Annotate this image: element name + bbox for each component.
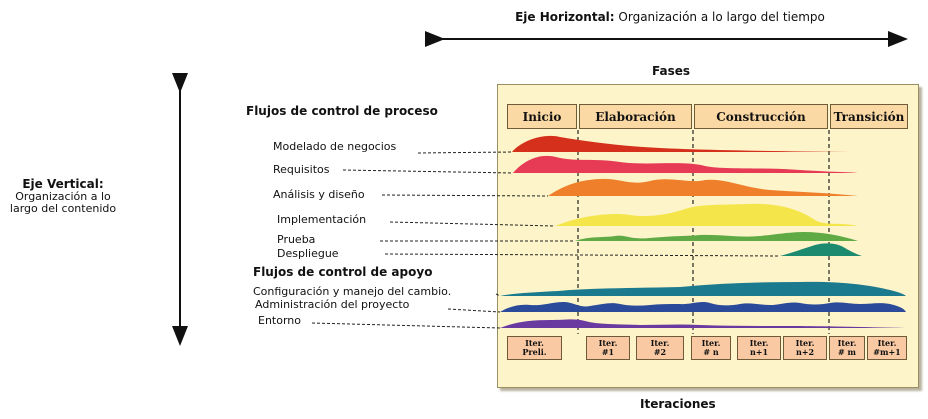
- support-title: Flujos de control de apoyo: [253, 265, 433, 279]
- iteration-preli: Iter. Preli.: [507, 336, 562, 360]
- iteration-1: Iter. #1: [586, 336, 630, 360]
- iteration-n-plus-1: Iter. n+1: [737, 336, 781, 360]
- horizontal-axis-caption: Eje Horizontal: Organización a lo largo …: [440, 10, 900, 24]
- workflow-label-administracion: Administración del proyecto: [255, 298, 410, 311]
- horizontal-axis-label: Eje Horizontal:: [515, 10, 615, 24]
- curve-despliegue: [780, 243, 862, 256]
- phases-title: Fases: [652, 64, 691, 78]
- iteration-n: Iter. # n: [691, 336, 731, 360]
- workflow-label-implementacion: Implementación: [277, 213, 367, 226]
- curve-implementacion: [555, 203, 858, 226]
- phase-elaboracion: Elaboración: [579, 104, 692, 129]
- workflow-label-prueba: Prueba: [277, 233, 316, 246]
- horizontal-axis-desc: Organización a lo largo del tiempo: [618, 10, 825, 24]
- curve-analisis: [548, 178, 858, 196]
- workflow-label-despliegue: Despliegue: [277, 247, 339, 260]
- iteration-n-plus-2: Iter. n+2: [783, 336, 827, 360]
- phase-transicion: Transición: [830, 104, 908, 129]
- phase-construccion: Construcción: [694, 104, 828, 129]
- workflow-label-entorno: Entorno: [258, 314, 301, 327]
- workflow-label-configuracion: Configuración y manejo del cambio.: [253, 285, 452, 298]
- curve-requisitos: [513, 155, 858, 173]
- leader-lines: [311, 151, 781, 329]
- vertical-axis-label: Eje Vertical:: [22, 177, 104, 191]
- curve-configuracion: [500, 281, 906, 296]
- curve-administracion: [500, 302, 906, 312]
- process-title: Flujos de control de proceso: [246, 104, 438, 118]
- workflow-label-modelado: Modelado de negocios: [273, 140, 397, 153]
- curve-entorno: [500, 319, 906, 328]
- iteration-m-plus-1: Iter. #m+1: [867, 336, 907, 360]
- curve-modelado: [512, 135, 850, 152]
- curve-prueba: [575, 232, 858, 241]
- iteration-m: Iter. # m: [829, 336, 865, 360]
- workflow-label-analisis: Análisis y diseño: [273, 188, 365, 201]
- workflow-label-requisitos: Requisitos: [273, 163, 330, 176]
- iteration-2: Iter. #2: [636, 336, 684, 360]
- vertical-axis-desc: Organización a lo largo del contenido: [9, 190, 117, 215]
- iterations-title: Iteraciones: [640, 397, 716, 411]
- phase-inicio: Inicio: [507, 104, 577, 129]
- phase-separators: [577, 130, 830, 334]
